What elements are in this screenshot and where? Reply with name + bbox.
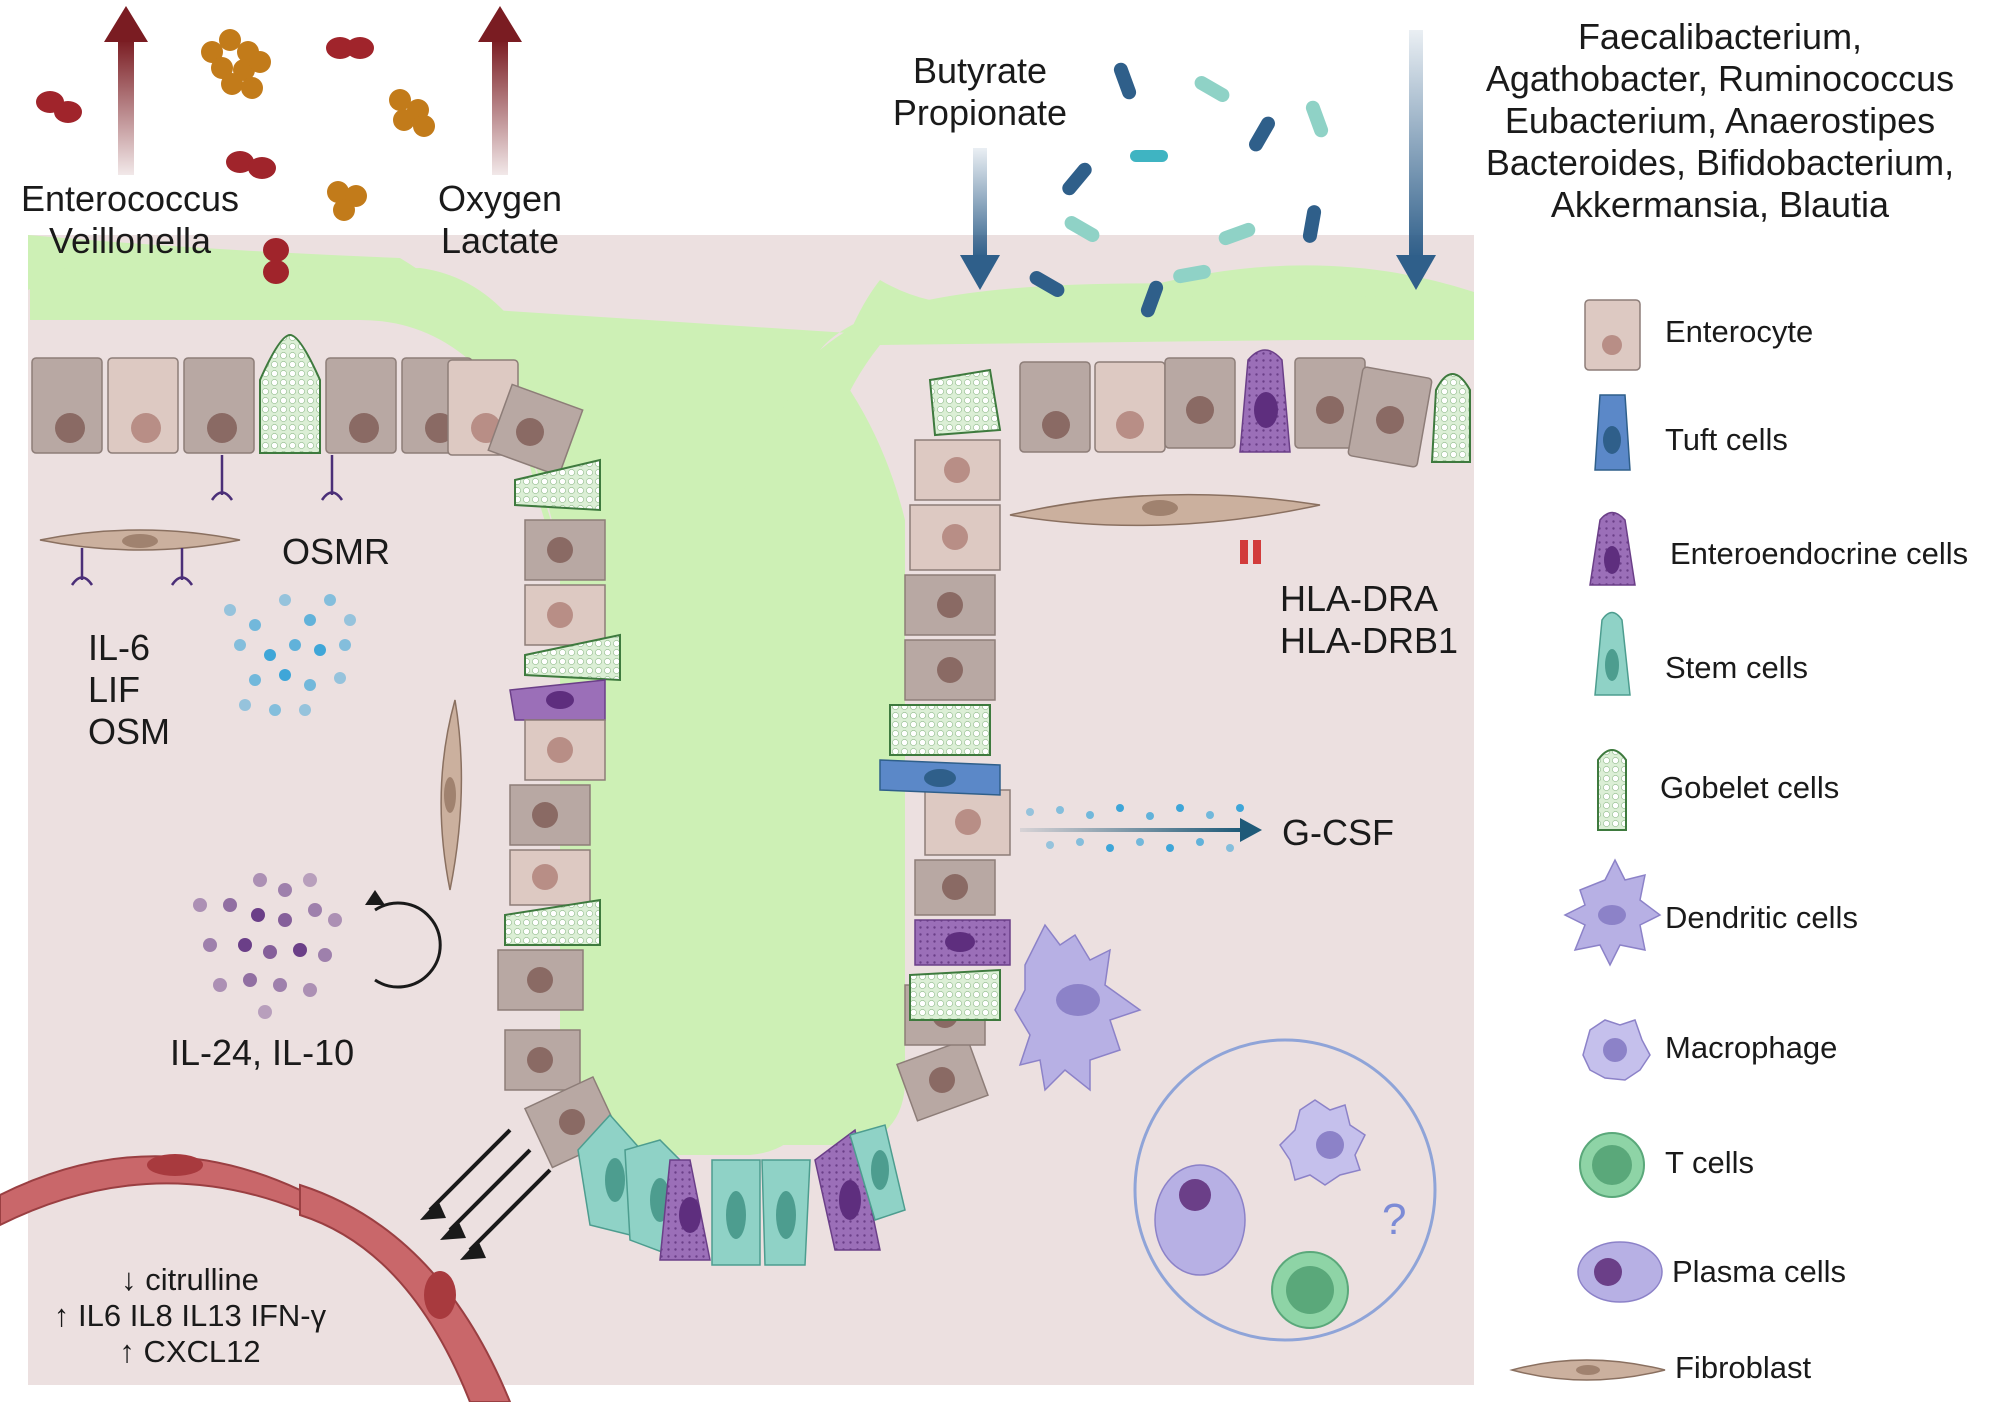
bacteria-line-3: Eubacterium, Anaerostipes — [1504, 100, 1936, 141]
commensal-bacteria-cloud — [1029, 62, 1329, 318]
red-arrow-shaft-1 — [118, 40, 134, 175]
hla-receptors — [1240, 540, 1261, 564]
oxygen-text: Oxygen — [437, 178, 563, 219]
lumen-main — [30, 268, 1474, 1155]
propionate-text: Propionate — [892, 92, 1068, 133]
plasma-cell-icon — [1577, 1241, 1663, 1303]
bacteria-line-4: Bacteroides, Bifidobacterium, — [1485, 142, 1955, 183]
gcsf-label: G-CSF — [1282, 812, 1394, 853]
commensal-bacteria-label: Faecalibacterium, Agathobacter, Ruminoco… — [1470, 16, 1970, 226]
hla-drb1-text: HLA-DRB1 — [1280, 620, 1459, 661]
cxcl12-text: ↑ CXCL12 — [119, 1334, 261, 1369]
bacteria-line-2: Agathobacter, Ruminococcus — [1485, 58, 1955, 99]
butyrate-propionate-label: Butyrate Propionate — [870, 50, 1090, 134]
top-left-epithelium — [31, 333, 519, 456]
right-crypt-wall — [879, 368, 1011, 1122]
butyrate-text: Butyrate — [912, 50, 1048, 91]
hla-label: HLA-DRA HLA-DRB1 — [1280, 578, 1458, 662]
bacteria-line-1: Faecalibacterium, — [1577, 16, 1863, 57]
legend-enterocyte: Enterocyte — [1665, 314, 1814, 349]
legend-enteroendocrine-cells: Enteroendocrine cells — [1670, 536, 1969, 571]
tuft-cell-icon — [1594, 394, 1631, 471]
plasma-cell-in-circle — [1154, 1164, 1246, 1276]
legend-tuft-cells: Tuft cells — [1665, 422, 1788, 457]
veillonella-text: Veillonella — [48, 220, 212, 261]
gcsf-dots — [1026, 804, 1244, 852]
legend-macrophage: Macrophage — [1665, 1030, 1838, 1065]
hla-dra-text: HLA-DRA — [1280, 578, 1439, 619]
lif-text: LIF — [88, 669, 141, 710]
osmr-label: OSMR — [282, 531, 390, 572]
fibroblast-icon — [1509, 1359, 1666, 1381]
goblet-cell-icon — [1597, 749, 1627, 831]
dendritic-cell-icon — [1563, 858, 1662, 967]
left-crypt-wall — [487, 383, 622, 1169]
legend-dendritic-cells: Dendritic cells — [1665, 900, 1858, 935]
il6-lif-osm-dots — [224, 594, 356, 716]
macrophage-icon — [1582, 1019, 1651, 1081]
cytokines-left-label: IL-6 LIF OSM — [88, 627, 170, 753]
blue-arrow-head-1 — [960, 255, 1000, 290]
stem-cell-icon — [1594, 611, 1631, 696]
crypt-base — [577, 1113, 906, 1266]
vessel-arrows — [428, 1128, 552, 1252]
top-right-epithelium — [1019, 349, 1471, 468]
red-arrow-head-2 — [478, 6, 522, 42]
vessel-arrow-heads — [420, 1200, 486, 1260]
oxygen-lactate-label: Oxygen Lactate — [420, 178, 580, 262]
lactate-text: Lactate — [440, 220, 560, 261]
legend-icons — [1509, 299, 1666, 1381]
legend-goblet-cells: Gobelet cells — [1660, 770, 1840, 805]
il24-il10-label: IL-24, IL-10 — [170, 1032, 355, 1073]
blood-vessel — [0, 1154, 512, 1403]
blue-arrow-shaft-1 — [973, 148, 987, 258]
bacteria-line-5: Akkermansia, Blautia — [1550, 184, 1890, 225]
enterococcus-label: Enterococcus Veillonella — [0, 178, 260, 262]
legend-fibroblast: Fibroblast — [1675, 1350, 1812, 1385]
osm-text: OSM — [88, 711, 171, 752]
autocrine-circular-arrow — [374, 901, 442, 989]
interleukins-text: ↑ IL6 IL8 IL13 IFN-γ — [53, 1298, 327, 1333]
enterocyte-icon — [1584, 299, 1641, 371]
il24-il10-dots — [193, 873, 342, 1019]
legend-t-cells: T cells — [1665, 1145, 1755, 1180]
il6-text: IL-6 — [88, 627, 151, 668]
osmr-receptors — [70, 455, 344, 586]
autocrine-arrow-head — [365, 890, 385, 905]
enterococcus-veillonella-cluster — [36, 29, 435, 284]
legend-plasma-cells: Plasma cells — [1672, 1254, 1846, 1289]
immune-cells-circle — [1133, 1038, 1437, 1342]
blue-arrow-shaft-2 — [1409, 30, 1423, 258]
red-arrow-head-1 — [104, 6, 148, 42]
red-arrow-shaft-2 — [492, 40, 508, 175]
gcsf-arrow-head — [1240, 818, 1262, 842]
blue-arrow-head-2 — [1396, 255, 1436, 290]
gcsf-arrow-shaft — [1020, 828, 1240, 832]
citrulline-text: ↓ citrulline — [121, 1262, 259, 1297]
t-cell-icon — [1579, 1132, 1645, 1198]
question-mark: ? — [1382, 1195, 1407, 1244]
vessel-markers-label: ↓ citrulline ↑ IL6 IL8 IL13 IFN-γ ↑ CXCL… — [30, 1262, 350, 1370]
enterococcus-text: Enterococcus — [20, 178, 240, 219]
lumen-upper — [28, 265, 1474, 560]
legend-stem-cells: Stem cells — [1665, 650, 1808, 685]
enteroendocrine-cell-icon — [1589, 511, 1636, 586]
